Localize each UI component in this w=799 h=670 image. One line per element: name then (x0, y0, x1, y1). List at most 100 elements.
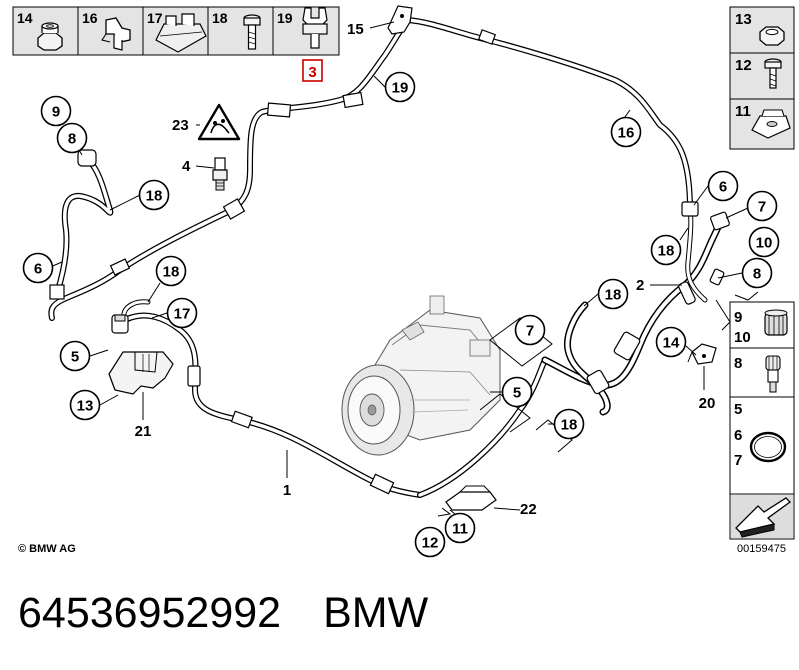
bolt-icon (764, 58, 782, 89)
callout-18-b[interactable]: 18 (155, 255, 187, 287)
bolt-icon (243, 14, 261, 50)
callout-18-a-label: 18 (146, 188, 163, 205)
callout-8-left[interactable]: 8 (56, 122, 88, 154)
bracket-clip-icon (155, 13, 207, 53)
callout-16-label: 16 (618, 125, 635, 142)
right-parts-strip-bottom: 9 10 8 5 6 7 (729, 301, 795, 540)
arrow-icon (731, 495, 793, 538)
callout-9-left[interactable]: 9 (40, 95, 72, 127)
top-strip-label-1: 14 (17, 10, 33, 26)
callout-5-center[interactable]: 5 (501, 376, 533, 408)
o-ring-icon (749, 431, 787, 463)
callout-9-left-label: 9 (52, 104, 60, 121)
callout-18-b-label: 18 (163, 264, 180, 281)
ac-compressor-icon (341, 295, 501, 456)
callout-8-left-label: 8 (68, 131, 76, 148)
callout-1[interactable]: 1 (283, 482, 291, 499)
service-valve-icon (111, 314, 129, 334)
callout-6-right[interactable]: 6 (707, 170, 739, 202)
top-parts-strip: 14 16 17 18 19 (12, 6, 340, 56)
callout-22-label: 22 (520, 501, 537, 518)
part-number: 64536952992 (18, 589, 282, 637)
callout-7-center[interactable]: 7 (514, 314, 546, 346)
callout-14-diagram[interactable]: 14 (655, 326, 687, 358)
side-label-12: 12 (735, 57, 752, 74)
callout-8-right-label: 8 (753, 266, 761, 283)
top-strip-label-2: 16 (82, 10, 98, 26)
callout-18-c[interactable]: 18 (650, 234, 682, 266)
callout-17-label: 17 (174, 306, 191, 323)
callout-21-label: 21 (135, 423, 152, 440)
bracket-icon (387, 5, 413, 35)
side-label-11: 11 (735, 103, 751, 120)
callout-22[interactable]: 22 (520, 501, 537, 518)
highlighted-part-3[interactable]: 3 (302, 59, 323, 82)
callout-16[interactable]: 16 (610, 116, 642, 148)
callout-19-label: 19 (392, 80, 409, 97)
callout-5-left-label: 5 (71, 349, 79, 366)
charge-valve-icon (678, 268, 725, 305)
callout-11-diagram-label: 11 (452, 521, 468, 538)
valve-cap-icon (764, 309, 788, 336)
highlighted-part-label: 3 (308, 64, 316, 81)
top-strip-label-5: 19 (277, 10, 293, 26)
bracket-20-icon (687, 343, 717, 365)
callout-4[interactable]: 4 (182, 158, 191, 175)
nut-icon (759, 26, 785, 46)
callout-10[interactable]: 10 (748, 226, 780, 258)
callout-18-a[interactable]: 18 (138, 179, 170, 211)
callout-6-left[interactable]: 6 (22, 252, 54, 284)
brand-name: BMW (323, 589, 429, 637)
valve-core-icon (765, 355, 781, 393)
callout-4-label: 4 (182, 158, 191, 175)
side-label-9: 9 (734, 309, 742, 326)
callout-18-c-label: 18 (658, 243, 675, 260)
callout-23[interactable]: 23 (172, 117, 189, 134)
side-label-13: 13 (735, 11, 752, 28)
callout-1-label: 1 (283, 482, 291, 499)
part-caption: 64536952992 BMW (18, 588, 788, 648)
hose-clip-icon (302, 7, 328, 49)
side-label-8: 8 (734, 355, 742, 372)
clip-icon (101, 17, 131, 51)
copyright-text: © BMW AG (18, 543, 76, 555)
callout-15[interactable]: 15 (347, 21, 364, 38)
callout-17[interactable]: 17 (166, 297, 198, 329)
top-strip-label-4: 18 (212, 10, 228, 26)
callout-12-diagram-label: 12 (422, 535, 439, 552)
side-label-6: 6 (734, 427, 742, 444)
callout-7-right-label: 7 (758, 199, 766, 216)
callout-8-right[interactable]: 8 (741, 257, 773, 289)
pressure-sensor-icon (212, 157, 228, 191)
side-label-5: 5 (734, 401, 742, 418)
right-parts-strip: 13 12 11 (729, 6, 795, 150)
side-label-7: 7 (734, 452, 742, 469)
callout-20-label: 20 (699, 395, 716, 412)
mounting-bracket-icon (108, 351, 174, 395)
callout-7-right[interactable]: 7 (746, 190, 778, 222)
callout-6-right-label: 6 (719, 179, 727, 196)
callout-2-label: 2 (636, 277, 644, 294)
callout-7-center-label: 7 (526, 323, 534, 340)
callout-18-e[interactable]: 18 (553, 408, 585, 440)
callout-13-diagram[interactable]: 13 (69, 389, 101, 421)
callout-5-left[interactable]: 5 (59, 340, 91, 372)
callout-5-center-label: 5 (513, 385, 521, 402)
callout-12-diagram[interactable]: 12 (414, 526, 446, 558)
hose-lines (48, 17, 726, 498)
callout-11-diagram[interactable]: 11 (444, 512, 476, 544)
top-strip-label-3: 17 (147, 10, 163, 26)
diagram-id: 00159475 (737, 543, 786, 555)
callout-21[interactable]: 21 (135, 423, 152, 440)
callout-2[interactable]: 2 (636, 277, 644, 294)
callout-18-d-label: 18 (605, 287, 622, 304)
callout-19[interactable]: 19 (384, 71, 416, 103)
callout-20[interactable]: 20 (699, 395, 716, 412)
nut-icon (37, 22, 63, 51)
callout-15-label: 15 (347, 21, 364, 38)
callout-14-diagram-label: 14 (663, 335, 680, 352)
side-label-10: 10 (734, 329, 751, 346)
warning-label-icon (197, 103, 241, 141)
callout-18-d[interactable]: 18 (597, 278, 629, 310)
